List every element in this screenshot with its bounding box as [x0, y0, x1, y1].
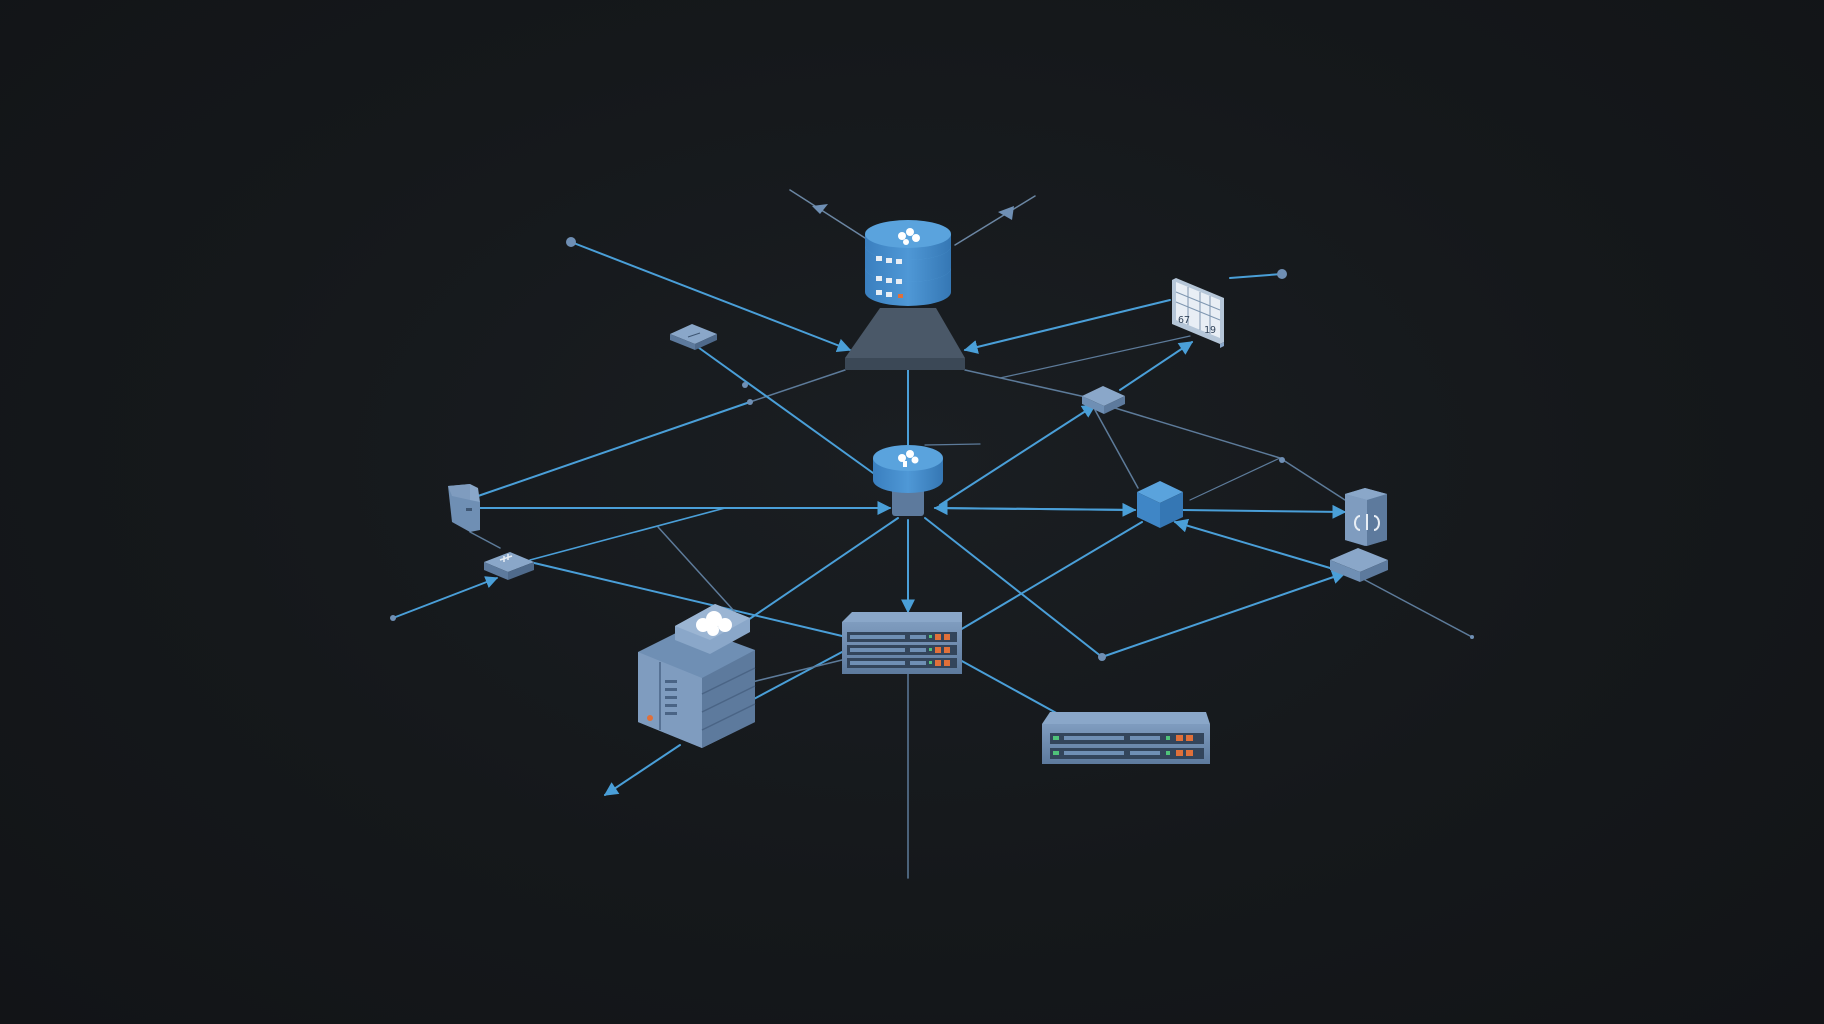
link-line [1173, 518, 1331, 569]
arrow-head-icon [998, 206, 1014, 220]
link-line [392, 576, 499, 619]
link-line [1229, 273, 1283, 279]
link-line [924, 443, 981, 446]
link-line [963, 299, 1171, 354]
hub-router-icon[interactable] [873, 445, 943, 516]
link-line [1189, 457, 1281, 501]
link-line [751, 651, 843, 701]
link-line [744, 517, 899, 623]
endpoint-dot [566, 237, 576, 247]
rack-switch-icon[interactable] [1042, 712, 1210, 764]
link-line [933, 501, 1136, 516]
link-line [1119, 341, 1194, 391]
link-line [657, 526, 736, 613]
link-line [939, 404, 1097, 506]
link-line [959, 521, 1143, 631]
link-line [959, 659, 1061, 716]
arrow-head-icon [812, 204, 828, 214]
link-line [924, 517, 1103, 658]
link-line [1364, 579, 1473, 638]
link-line [964, 369, 1091, 399]
tower-server-icon[interactable] [1345, 488, 1387, 546]
link-line [570, 241, 852, 352]
link-line [751, 659, 843, 683]
link-line [694, 344, 881, 479]
endpoint-dot [1277, 269, 1287, 279]
link-line [477, 401, 751, 497]
link-line [999, 335, 1191, 379]
link-line [529, 507, 726, 561]
small-device-icon[interactable] [1330, 548, 1388, 582]
endpoint-dot [1279, 457, 1285, 463]
link-line [1094, 409, 1139, 489]
link-line [529, 561, 843, 637]
link-line [1279, 457, 1346, 501]
cube-icon[interactable] [1137, 481, 1183, 528]
link-line [603, 744, 681, 796]
link-line [469, 531, 501, 549]
small-device-icon[interactable] [484, 552, 534, 580]
link-line [789, 189, 866, 239]
phone-device-icon[interactable] [448, 484, 480, 532]
endpoint-dots [390, 237, 1474, 661]
platform-pyramid-icon [845, 308, 965, 370]
rack-switch-icon[interactable] [842, 612, 962, 674]
endpoint-dot [742, 382, 748, 388]
small-device-icon[interactable] [670, 324, 717, 350]
link-line [1181, 504, 1347, 519]
endpoint-dot [390, 615, 396, 621]
link-line [1101, 570, 1347, 658]
link-line [954, 195, 1036, 246]
endpoint-dot [1098, 653, 1106, 661]
monitor-icon[interactable]: 67 19 [1172, 278, 1224, 348]
endpoint-dot [1470, 635, 1474, 639]
link-line [1114, 407, 1281, 459]
endpoint-dot [747, 399, 753, 405]
link-line [749, 369, 846, 403]
cloud-storage-server-icon[interactable] [638, 604, 756, 748]
small-device-icon[interactable] [1082, 386, 1125, 414]
monitor-screen-text: 19 [1204, 325, 1216, 336]
monitor-screen-text: 67 [1178, 315, 1190, 326]
database-cluster-icon[interactable] [865, 220, 951, 306]
links [392, 189, 1473, 879]
